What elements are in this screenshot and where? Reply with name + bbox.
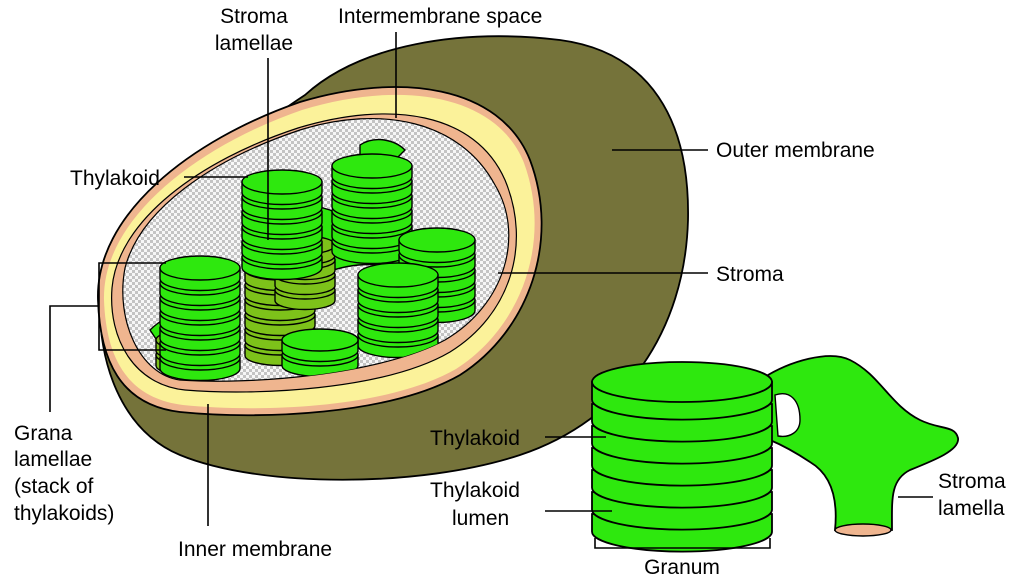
label-grana-lamellae-line4: thylakoids) bbox=[14, 502, 114, 525]
granum-stack-left bbox=[160, 256, 240, 381]
thylakoid-disk-top bbox=[399, 228, 475, 252]
granum-stack-center bbox=[358, 263, 438, 358]
thylakoid-disk-top bbox=[358, 263, 438, 287]
label-intermembrane-space: Intermembrane space bbox=[338, 5, 542, 28]
label-outer-membrane: Outer membrane bbox=[716, 139, 875, 162]
thylakoid-disk-top bbox=[160, 256, 240, 280]
granum-top-disk bbox=[592, 362, 772, 402]
label-stroma-lamella-line2: lamella bbox=[938, 497, 1005, 520]
label-thylakoid-lumen-line1: Thylakoid bbox=[430, 479, 520, 502]
label-grana-lamellae-line3: (stack of bbox=[14, 475, 94, 498]
label-stroma: Stroma bbox=[716, 263, 784, 286]
thylakoid-disk-top bbox=[282, 329, 358, 351]
granum-stack-top-left bbox=[242, 170, 322, 280]
label-stroma-lamellae-line2: lamellae bbox=[215, 32, 293, 55]
label-granum: Granum bbox=[644, 556, 720, 579]
label-thylakoid-top: Thylakoid bbox=[70, 167, 160, 190]
label-grana-lamellae-line1: Grana bbox=[14, 422, 73, 445]
label-stroma-lamellae-line1: Stroma bbox=[220, 5, 288, 28]
granum-stack-bottom bbox=[282, 329, 358, 377]
label-stroma-lamella-line1: Stroma bbox=[938, 470, 1006, 493]
label-thylakoid-granum: Thylakoid bbox=[430, 427, 520, 450]
label-grana-lamellae-line2: lamellae bbox=[14, 448, 92, 471]
label-thylakoid-lumen-line2: lumen bbox=[452, 507, 509, 530]
thylakoid-disk-top bbox=[332, 154, 412, 178]
thylakoid-disk-top bbox=[242, 170, 322, 194]
label-inner-membrane: Inner membrane bbox=[178, 538, 332, 561]
granum-detail bbox=[592, 356, 958, 552]
